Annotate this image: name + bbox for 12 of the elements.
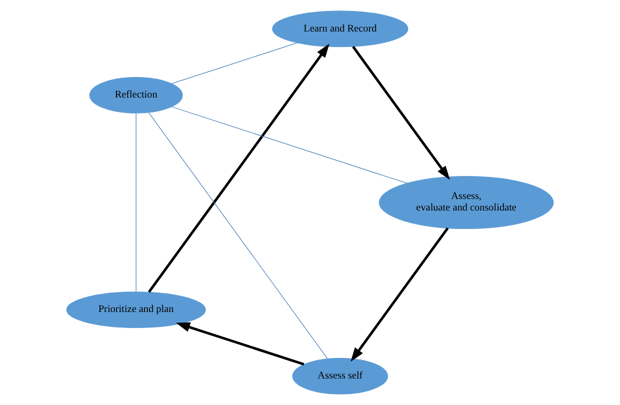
connector [172, 42, 298, 84]
arrow [176, 322, 304, 366]
node-ellipse: Prioritize and plan [66, 292, 206, 328]
node-ellipse: Assess self [292, 358, 388, 394]
connector [172, 106, 408, 184]
arrow [148, 44, 330, 293]
connector [148, 112, 328, 359]
node-ellipse: Learn and Record [272, 10, 408, 48]
arrow [352, 46, 450, 180]
arrow [350, 227, 449, 362]
node-ellipse: Reflection [89, 76, 183, 114]
node-ellipse: Assess, evaluate and consolidate [378, 176, 554, 229]
